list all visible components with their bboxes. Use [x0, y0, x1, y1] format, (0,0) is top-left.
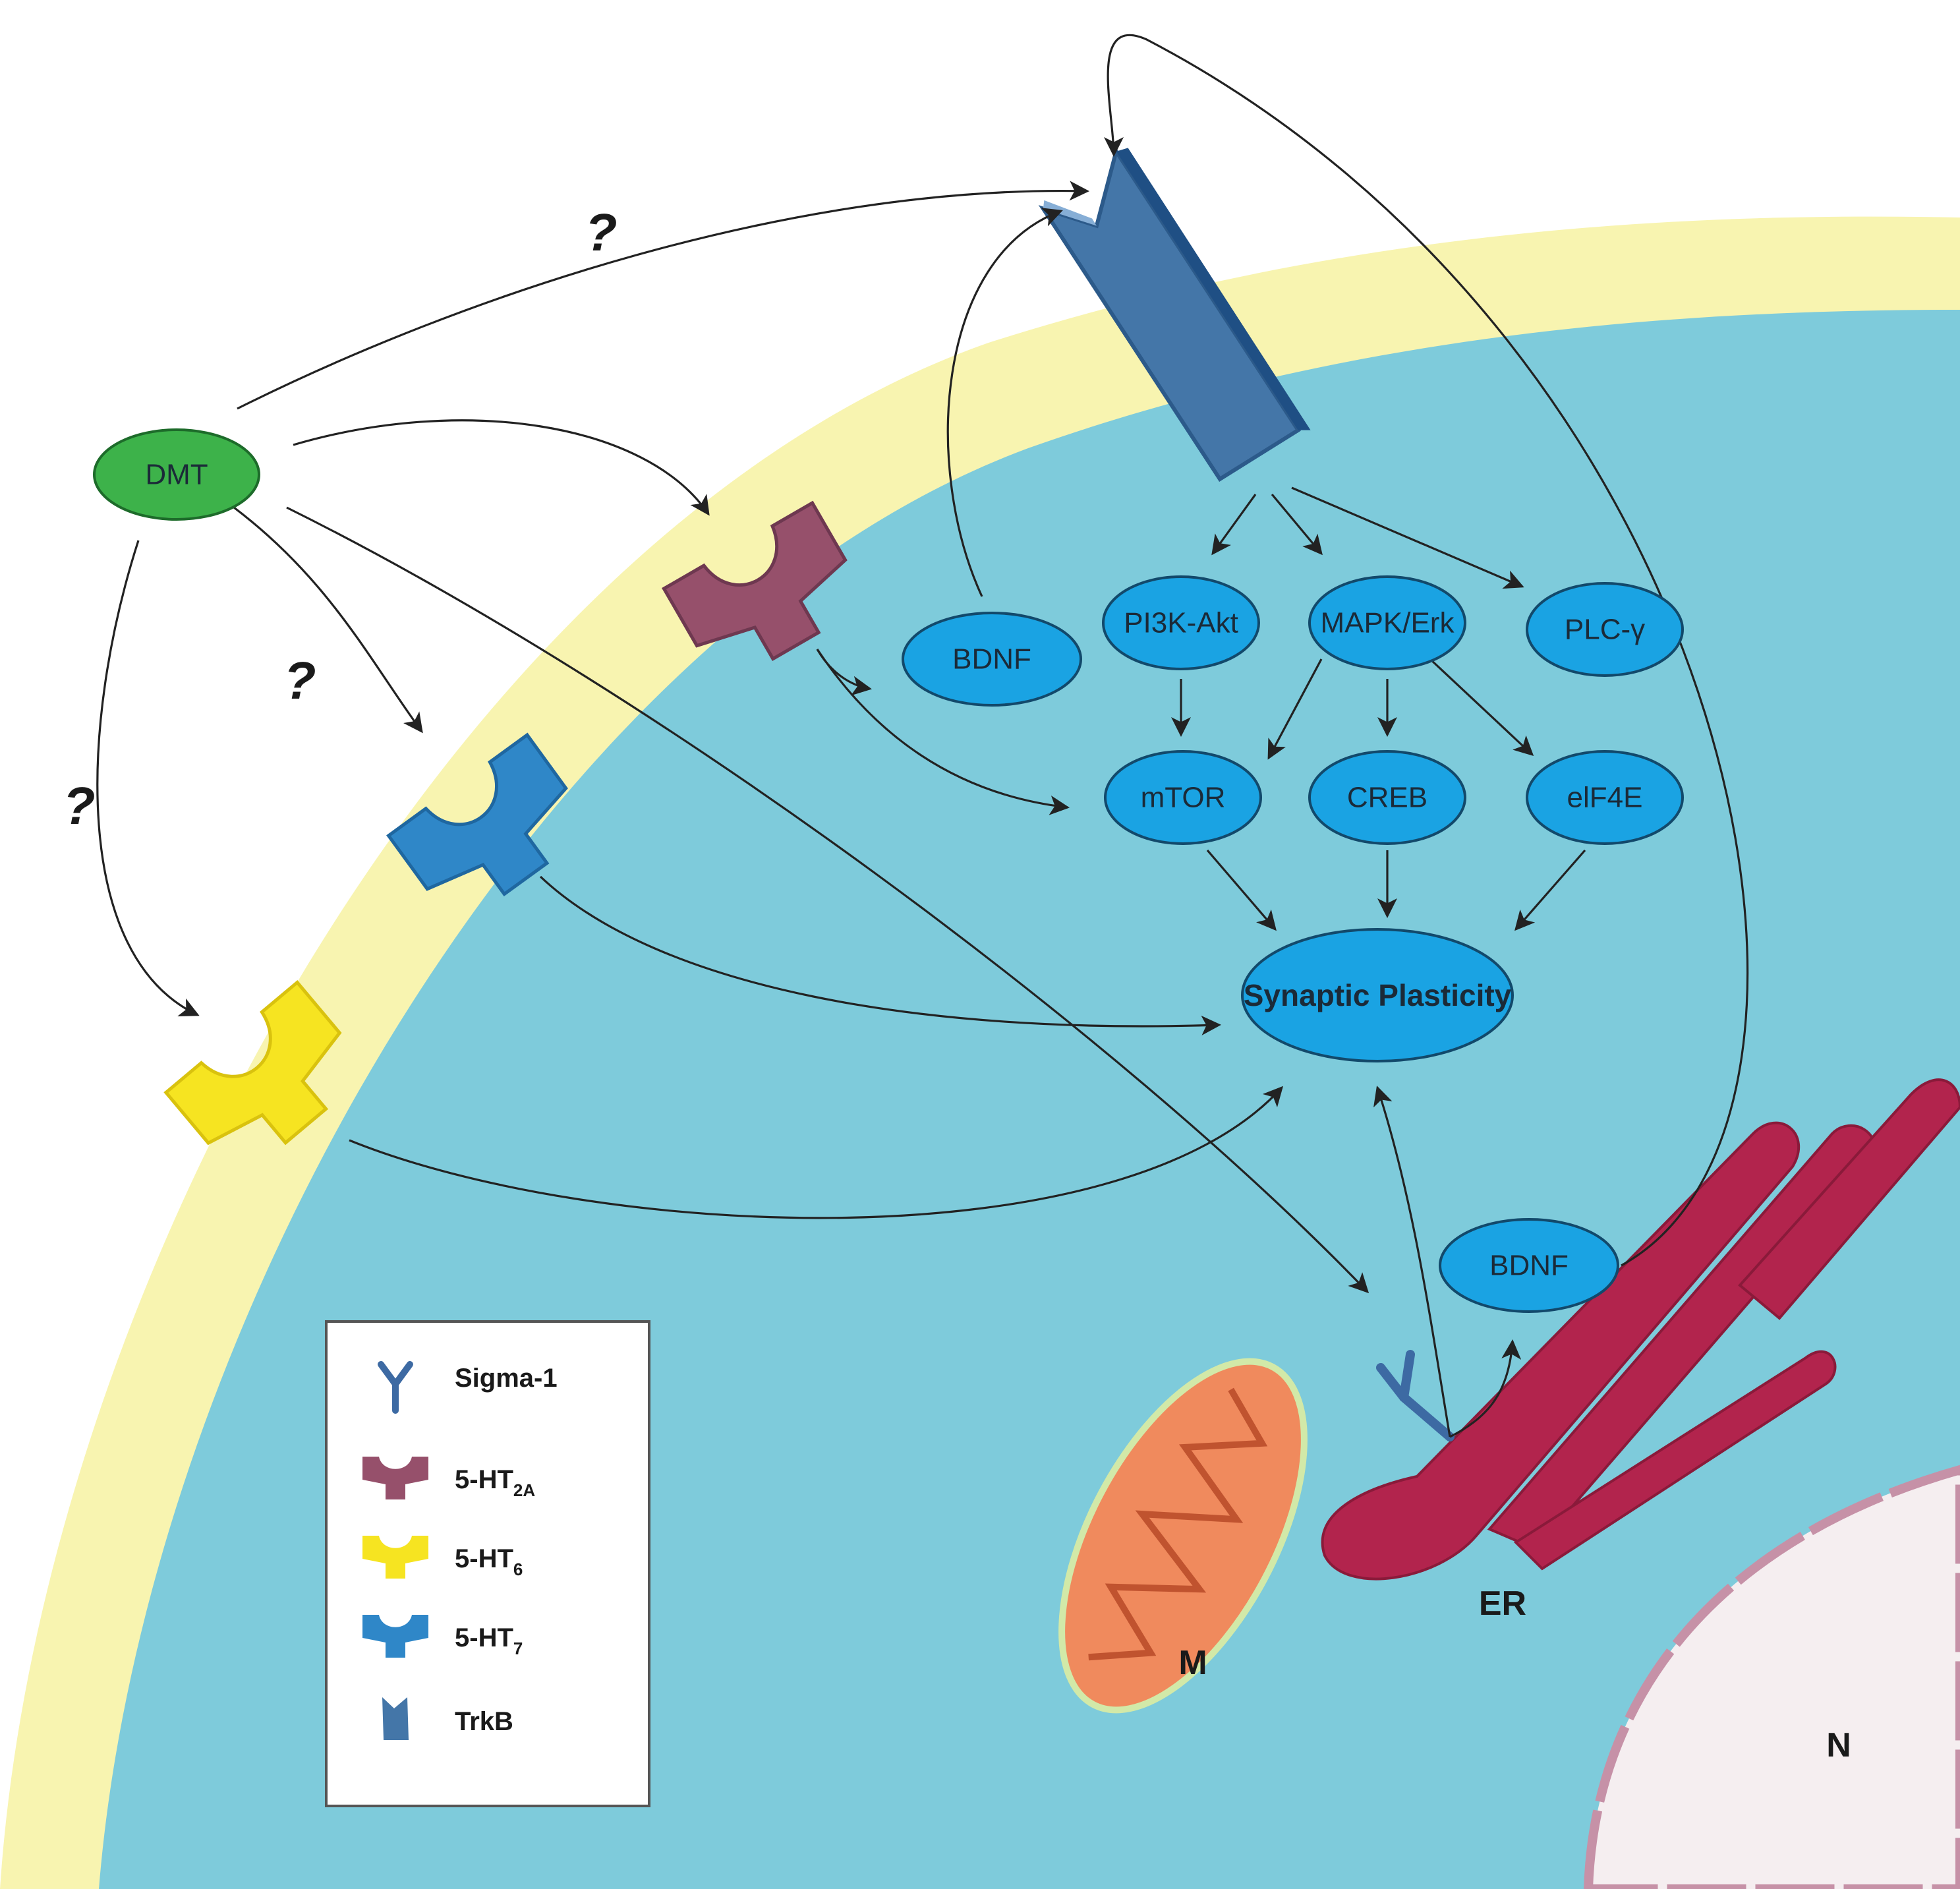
mitochondrion [1058, 1358, 1308, 1714]
legend: Sigma-1 5-HT2A 5-HT6 5-HT7 TrkB [325, 1320, 650, 1807]
node-bdnf-er-label: BDNF [1489, 1250, 1569, 1282]
legend-item-trkb: TrkB [382, 1697, 513, 1740]
legend-label-sigma1: Sigma-1 [455, 1364, 558, 1393]
legend-item-ht6: 5-HT6 [362, 1536, 523, 1579]
legend-label-ht6: 5-HT6 [455, 1544, 523, 1579]
label-mitochondrion: M [1178, 1644, 1207, 1682]
ht7-receptor-icon [362, 1615, 428, 1658]
question-mark-ht7: ? [284, 651, 316, 710]
label-nucleus: N [1826, 1726, 1851, 1764]
sigma1-receptor [1376, 1350, 1455, 1441]
node-mtor-label: mTOR [1141, 782, 1226, 814]
trkb-icon [382, 1697, 409, 1740]
arrows [96, 34, 1749, 1438]
ht2a-receptor-icon [362, 1457, 428, 1499]
node-pi3k: PI3K-Akt [1102, 575, 1260, 670]
nucleus [1583, 1465, 1960, 1889]
legend-label-trkb: TrkB [455, 1707, 513, 1736]
node-bdnf-er: BDNF [1439, 1218, 1619, 1313]
node-mtor: mTOR [1104, 750, 1262, 845]
node-dmt-label: DMT [145, 459, 208, 491]
legend-item-ht7: 5-HT7 [362, 1615, 523, 1658]
node-synaptic-plasticity: Synaptic Plasticity [1241, 928, 1514, 1062]
node-pi3k-label: PI3K-Akt [1124, 607, 1238, 639]
node-bdnf-top-label: BDNF [952, 643, 1031, 676]
legend-item-ht2a: 5-HT2A [362, 1457, 535, 1500]
legend-label-ht2a: 5-HT2A [455, 1465, 535, 1500]
node-bdnf-top: BDNF [902, 612, 1082, 707]
node-plc-label: PLC-γ [1565, 614, 1645, 646]
sigma1-icon [378, 1361, 413, 1414]
ht6-receptor [163, 979, 342, 1146]
node-plc: PLC-γ [1526, 582, 1684, 677]
label-er: ER [1479, 1584, 1526, 1623]
node-eif4e-label: elF4E [1567, 782, 1643, 814]
node-mapk: MAPK/Erk [1308, 575, 1466, 670]
question-mark-ht6: ? [63, 776, 96, 835]
ht7-receptor [386, 732, 568, 897]
legend-label-ht7: 5-HT7 [455, 1623, 523, 1658]
question-mark-trkb: ? [585, 203, 618, 262]
ht6-receptor-icon [362, 1536, 428, 1579]
node-creb-label: CREB [1347, 782, 1427, 814]
trkb-receptor [1038, 146, 1311, 482]
node-dmt: DMT [93, 428, 260, 521]
node-mapk-label: MAPK/Erk [1321, 607, 1455, 639]
endoplasmic-reticulum [1321, 1078, 1960, 1581]
node-synaptic-label: Synaptic Plasticity [1244, 978, 1512, 1012]
ht2a-receptor [662, 500, 848, 662]
legend-item-sigma1: Sigma-1 [378, 1361, 558, 1414]
node-eif4e: elF4E [1526, 750, 1684, 845]
node-creb: CREB [1308, 750, 1466, 845]
